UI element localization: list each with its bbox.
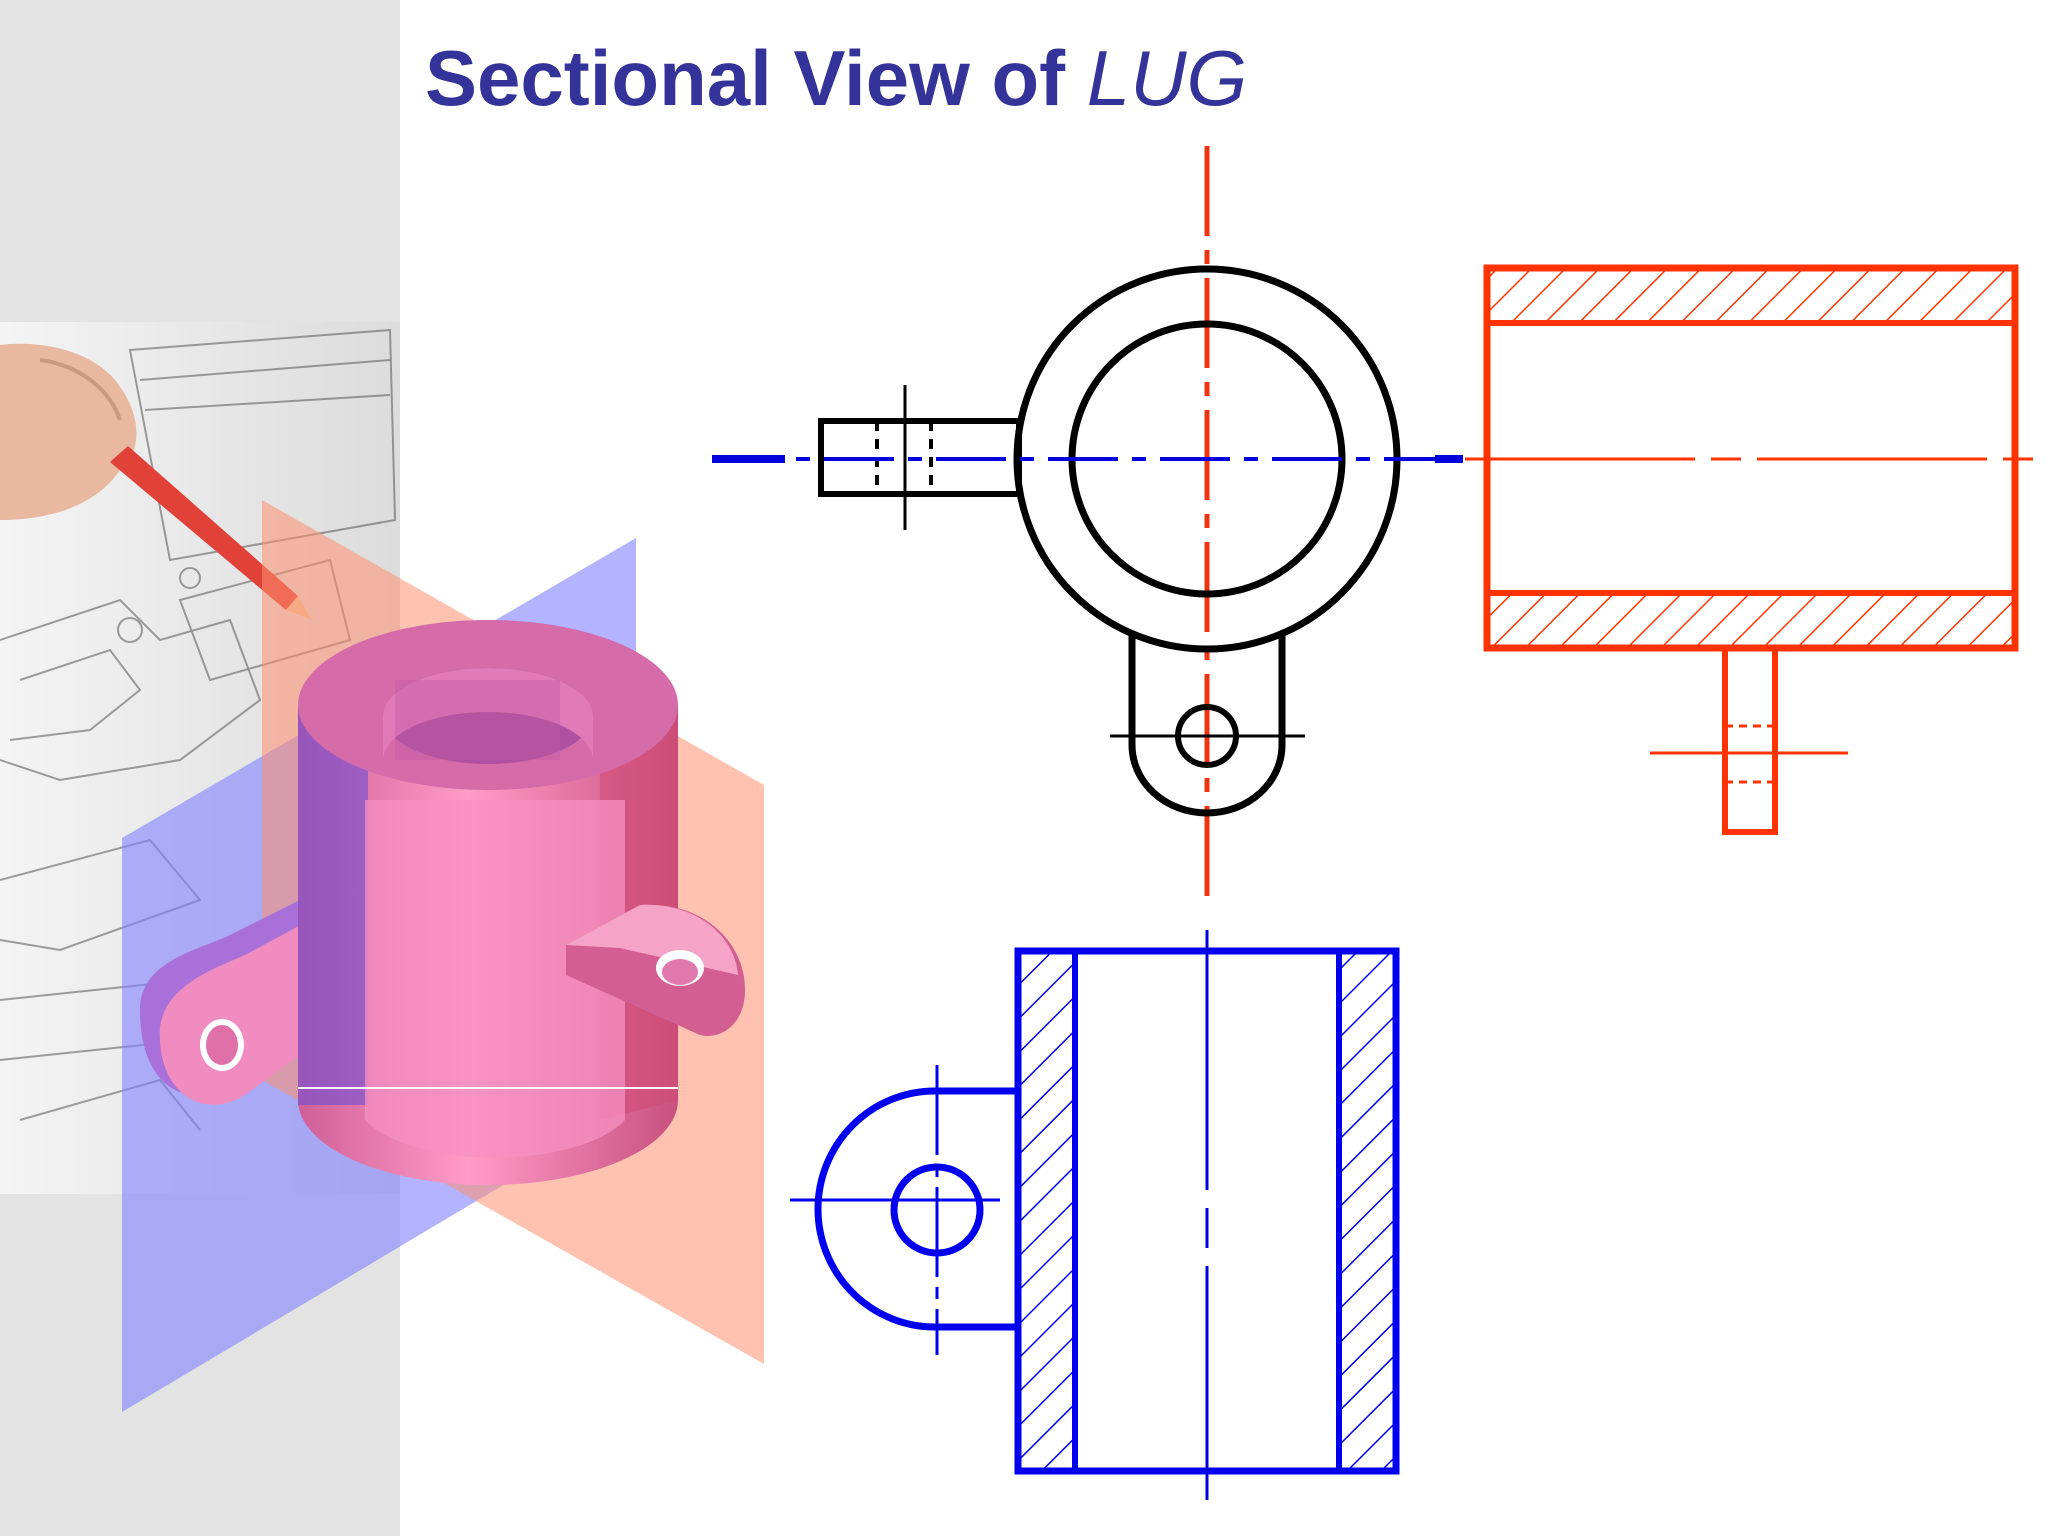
left-lug-stub (818, 418, 1022, 497)
bottom-lug (1128, 632, 1286, 817)
slide-title: Sectional View of LUG (425, 34, 1248, 122)
right-lug (566, 904, 745, 1036)
front-view (712, 146, 1463, 905)
top-sectional-view (790, 930, 1400, 1500)
side-sectional-view (1465, 264, 2045, 835)
side-lug (1722, 645, 1778, 835)
title-main: Sectional View of (425, 34, 1066, 122)
top-lug (814, 1087, 1018, 1331)
isometric-view (122, 500, 764, 1412)
title-italic: LUG (1086, 34, 1248, 122)
